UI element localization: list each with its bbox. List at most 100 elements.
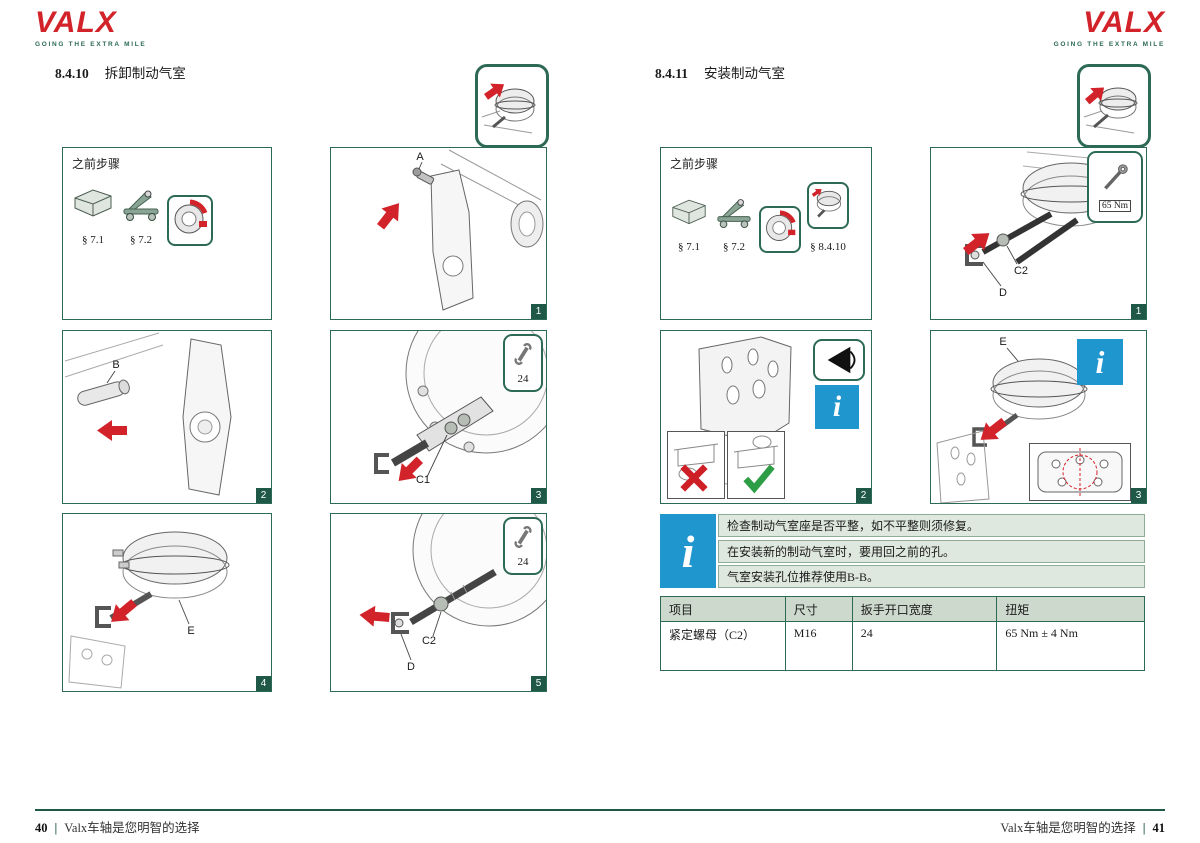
section-title: 拆卸制动气室 <box>104 66 186 81</box>
valx-logo-right: VALX GOING THE EXTRA MILE <box>1053 6 1165 49</box>
step-panel-remove-2: B 2 <box>62 330 272 504</box>
prev-steps-box-remove: 之前步骤 § 7.1 § 7.2 <box>62 147 272 320</box>
red-arrow-icon <box>111 599 137 622</box>
prev-step-ref <box>167 195 213 246</box>
torque-wrench-icon <box>1104 164 1128 190</box>
prev-step-ref-label: § 7.1 <box>82 234 104 246</box>
red-arrow-icon <box>359 605 390 627</box>
step-panel-remove-5: C2 D 24 5 <box>330 513 547 692</box>
step-panel-install-3: E i 3 <box>930 330 1147 504</box>
red-arrow-icon <box>1085 87 1105 105</box>
brake-chamber-illustration <box>481 83 536 134</box>
wrench-size-value: 24 <box>517 372 529 385</box>
page-number-left: 40 <box>35 821 48 835</box>
step-panel-remove-4: E 4 <box>62 513 272 692</box>
step-number-badge: 1 <box>1131 304 1146 319</box>
view-direction-badge <box>813 339 865 381</box>
torque-value: 65 Nm <box>1098 199 1132 212</box>
footer-slogan: Valx车轴是您明智的选择 <box>64 821 200 835</box>
check-mark-icon <box>743 464 775 494</box>
info-note-box: i 检查制动气室座是否平整，如不平整则须修复。 在安装新的制动气室时，要用回之前… <box>660 514 1145 588</box>
mounting-holes-detail-frame <box>1029 443 1131 501</box>
illustration-remove-chamber: E <box>68 531 230 689</box>
part-label-C2: C2 <box>1014 265 1028 277</box>
prev-step-ref: § 7.2 <box>715 191 753 253</box>
illustration-remove-pin: B <box>64 332 232 496</box>
red-arrow-icon <box>97 420 127 441</box>
footer-separator: | <box>54 821 58 835</box>
step-number-badge: 2 <box>256 488 271 503</box>
torque-spec-table: 项目 尺寸 扳手开口宽度 扭矩 紧定螺母（C2） M16 24 65 Nm ± … <box>660 596 1145 671</box>
red-arrow-icon <box>398 456 423 482</box>
brake-assembly-icon <box>174 199 208 234</box>
valx-logo-text: VALX <box>35 6 117 39</box>
part-label-A: A <box>416 151 424 163</box>
page-number-right: 41 <box>1152 821 1166 835</box>
part-label-E: E <box>999 336 1006 348</box>
step-panel-remove-3: C1 24 3 <box>330 330 547 504</box>
info-note-line: 检查制动气室座是否平整，如不平整则须修复。 <box>718 514 1145 537</box>
part-label-C2: C2 <box>422 635 436 647</box>
brake-assembly-icon <box>766 210 796 241</box>
view-direction-icon <box>827 346 856 374</box>
prev-step-ref: § 7.1 <box>71 182 115 246</box>
info-note-line: 在安装新的制动气室时，要用回之前的孔。 <box>718 539 1145 563</box>
step-number-badge: 4 <box>256 676 271 691</box>
red-arrow-icon <box>980 417 1007 440</box>
brake-chamber-icon <box>811 188 842 218</box>
section-number: 8.4.10 <box>55 66 89 81</box>
wrench-icon <box>514 343 532 366</box>
column-header-item: 项目 <box>660 596 786 622</box>
section-heading-install: 8.4.11 安装制动气室 <box>655 62 785 82</box>
footer-right: Valx车轴是您明智的选择|41 <box>1000 817 1165 836</box>
wrench-size-badge: 24 <box>503 334 543 392</box>
prev-step-ref-label: § 8.4.10 <box>810 241 846 253</box>
valx-logo-text: VALX <box>1083 6 1165 39</box>
part-label-D: D <box>407 661 415 673</box>
brake-chamber-illustration <box>1083 87 1138 134</box>
red-arrow-icon <box>484 83 505 100</box>
column-header-torque: 扭矩 <box>996 596 1145 622</box>
red-arrow-icon <box>811 188 822 197</box>
table-row: 紧定螺母（C2） M16 24 65 Nm ± 4 Nm <box>660 621 1145 671</box>
prev-steps-box-install: 之前步骤 § 7.1 § 7.2 <box>660 147 872 320</box>
table-header-row: 项目 尺寸 扳手开口宽度 扭矩 <box>660 596 1145 622</box>
footer-separator: | <box>1142 821 1146 835</box>
valx-logo-left: VALX GOING THE EXTRA MILE <box>35 6 147 49</box>
prev-steps-title: 之前步骤 <box>670 157 719 171</box>
info-icon: i <box>1077 339 1123 385</box>
prev-steps-title: 之前步骤 <box>72 157 121 171</box>
red-arrow-icon <box>963 233 990 256</box>
wrench-icon <box>514 526 532 549</box>
prev-step-ref-label: § 7.1 <box>678 241 700 253</box>
step-panel-install-1: C2 D 65 Nm 1 <box>930 147 1147 320</box>
prev-step-ref: § 8.4.10 <box>807 182 849 253</box>
trolley-jack-icon <box>717 199 751 229</box>
valx-logo-tagline: GOING THE EXTRA MILE <box>35 41 147 48</box>
valx-logo-tagline: GOING THE EXTRA MILE <box>1053 41 1165 48</box>
section-ref-box <box>759 206 801 253</box>
mounting-holes-sketch <box>1037 448 1123 496</box>
part-label-E: E <box>187 625 194 637</box>
part-label-B: B <box>112 359 119 371</box>
part-label-C1: C1 <box>416 474 430 486</box>
prev-step-ref-label: § 7.2 <box>130 234 152 246</box>
wrong-orientation-frame <box>667 431 725 499</box>
prev-step-ref <box>759 206 801 253</box>
step-number-badge: 5 <box>531 676 546 691</box>
support-stand-icon <box>74 189 112 217</box>
brake-chamber-remove-thumbnail <box>475 64 549 148</box>
cell-size: M16 <box>784 621 853 671</box>
info-note-line: 气室安装孔位推荐使用B-B。 <box>718 565 1145 588</box>
section-title: 安装制动气室 <box>704 66 786 81</box>
step-number-badge: 1 <box>531 304 546 319</box>
section-ref-box <box>807 182 849 229</box>
illustration-remove-bolt: A <box>377 149 544 311</box>
section-ref-box <box>167 195 213 246</box>
footer-divider <box>35 809 1165 811</box>
correct-orientation-sketch <box>733 435 779 469</box>
section-number: 8.4.11 <box>655 66 689 81</box>
prev-step-ref-label: § 7.2 <box>723 241 745 253</box>
footer-left: 40 | Valx车轴是您明智的选择 <box>35 817 200 836</box>
correct-orientation-frame <box>727 431 785 499</box>
